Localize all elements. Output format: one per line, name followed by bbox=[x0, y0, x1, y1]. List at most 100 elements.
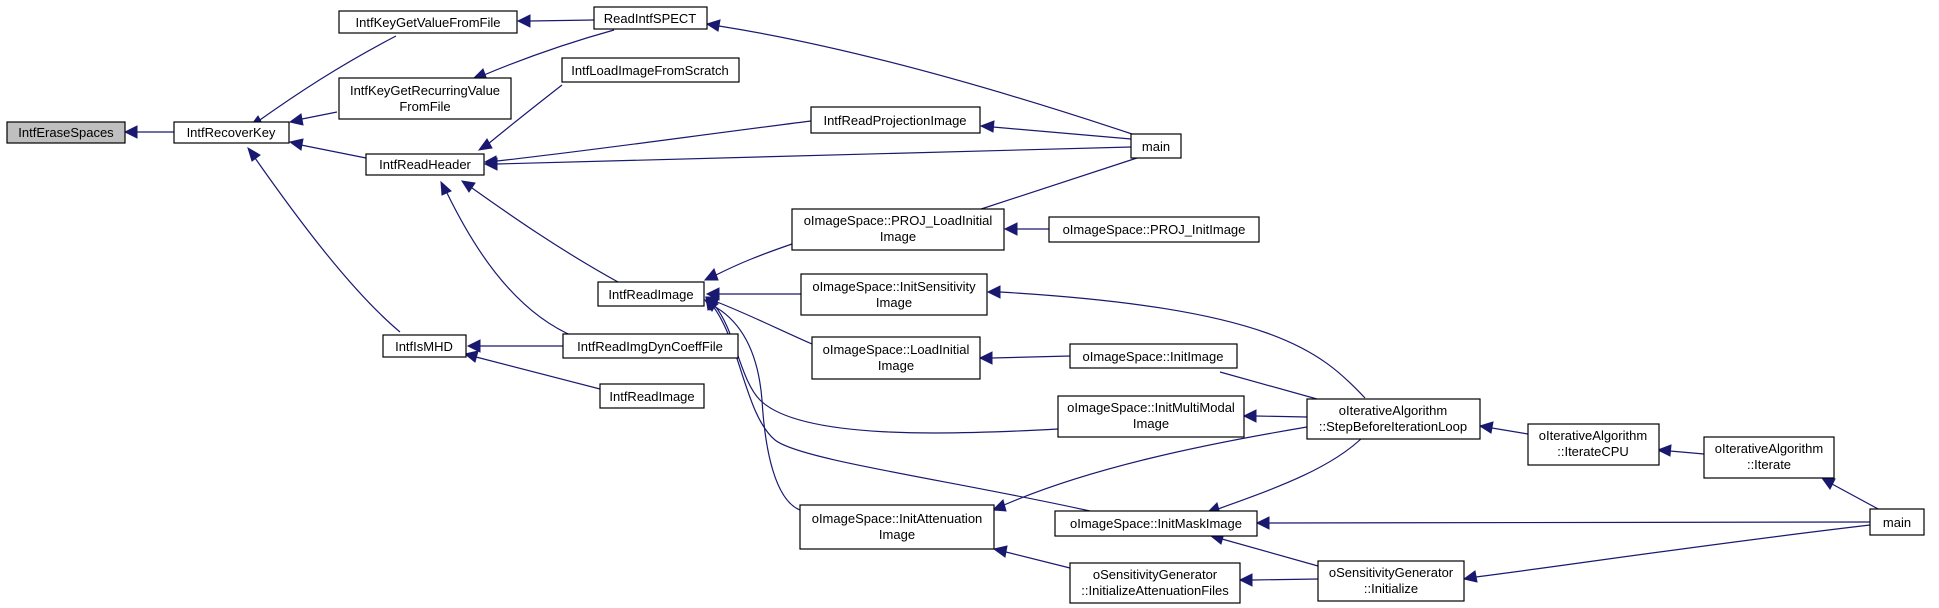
edge-main1-to-readintfspect bbox=[718, 25, 1133, 135]
edge-stepbefore-to-initmultimodal bbox=[1255, 415, 1308, 418]
node-intfismhd[interactable]: IntfIsMHD bbox=[382, 334, 467, 358]
node-label-line-2: Image bbox=[878, 358, 914, 373]
node-main-upper[interactable]: main bbox=[1130, 133, 1182, 159]
node-main-lower[interactable]: main bbox=[1869, 508, 1925, 536]
node-label-line-1: oIterativeAlgorithm bbox=[1339, 403, 1447, 418]
node-box bbox=[593, 6, 708, 30]
edge-stepbefore-to-initimage bbox=[1219, 371, 1318, 400]
node-box bbox=[1057, 395, 1245, 438]
node-label: IntfLoadImageFromScratch bbox=[571, 63, 729, 78]
node-initsensitivityimage[interactable]: oImageSpace::InitSensitivity Image bbox=[800, 273, 988, 316]
node-box bbox=[1703, 436, 1835, 479]
node-label: main bbox=[1883, 515, 1911, 530]
node-box bbox=[799, 504, 995, 550]
node-box bbox=[1054, 510, 1258, 537]
node-box bbox=[791, 208, 1005, 251]
node-box bbox=[562, 333, 739, 359]
node-label: IntfReadHeader bbox=[379, 157, 471, 172]
node-label-line-1: oImageSpace::PROJ_LoadInitial bbox=[804, 213, 993, 228]
node-label-line-1: oImageSpace::InitAttenuation bbox=[812, 511, 983, 526]
node-stepbeforeiterationloop[interactable]: oIterativeAlgorithm ::StepBeforeIteratio… bbox=[1306, 398, 1481, 440]
edge-arrowhead bbox=[1462, 570, 1478, 583]
node-box bbox=[810, 106, 981, 134]
edge-main2-to-initialize bbox=[1475, 524, 1871, 578]
edge-readintfspect-to-keygetvalue bbox=[529, 19, 595, 22]
edge-stepbefore-to-initsensitivity bbox=[999, 291, 1366, 399]
node-box bbox=[597, 281, 705, 307]
edge-arrowhead bbox=[1242, 409, 1257, 423]
node-label-line-1: oSensitivityGenerator bbox=[1329, 565, 1454, 580]
node-intfloadimagefromscratch[interactable]: IntfLoadImageFromScratch bbox=[561, 57, 740, 83]
node-loadinitialimage[interactable]: oImageSpace::LoadInitial Image bbox=[811, 336, 981, 380]
edge-arrowhead bbox=[288, 138, 304, 151]
node-intfkeygetrecurringvaluefromfile[interactable]: IntfKeyGetRecurringValue FromFile bbox=[338, 77, 512, 120]
node-box bbox=[1527, 423, 1660, 466]
node-intfkeygetvaluefromfile[interactable]: IntfKeyGetValueFromFile bbox=[338, 10, 518, 34]
edge-keygetrecurring-to-recoverkey bbox=[301, 111, 338, 120]
node-label-line-1: oIterativeAlgorithm bbox=[1539, 428, 1647, 443]
edge-main2-to-iterate bbox=[1831, 483, 1881, 511]
edge-arrowhead bbox=[1820, 477, 1836, 490]
node-box bbox=[1130, 133, 1182, 159]
node-box bbox=[1306, 398, 1481, 440]
edge-arrowhead bbox=[705, 19, 721, 32]
node-label: oImageSpace::InitImage bbox=[1083, 349, 1224, 364]
node-readintfspect[interactable]: ReadIntfSPECT bbox=[593, 6, 708, 30]
edge-stepbefore-to-initattenuation bbox=[1003, 426, 1308, 506]
edge-main1-to-readprojection bbox=[992, 126, 1132, 140]
node-intferasespaces[interactable]: IntfEraseSpaces bbox=[6, 121, 126, 144]
node-label: IntfReadProjectionImage bbox=[823, 113, 966, 128]
node-intfreadimage-secondary[interactable]: IntfReadImage bbox=[599, 383, 705, 409]
edge-initimage-to-loadinitial bbox=[991, 355, 1071, 359]
node-box bbox=[1069, 562, 1241, 604]
node-box bbox=[1048, 216, 1260, 243]
node-label-line-2: ::Iterate bbox=[1747, 457, 1791, 472]
edge-arrowhead bbox=[1255, 516, 1270, 530]
node-initialize[interactable]: oSensitivityGenerator ::Initialize bbox=[1317, 560, 1465, 602]
edge-arrowhead bbox=[978, 351, 993, 365]
edge-arrowhead bbox=[703, 268, 719, 281]
node-initmultimodalimage[interactable]: oImageSpace::InitMultiModal Image bbox=[1057, 395, 1245, 438]
nodes: IntfEraseSpaces IntfRecoverKey IntfKeyGe… bbox=[6, 6, 1925, 604]
node-intfrecoverkey[interactable]: IntfRecoverKey bbox=[173, 121, 290, 144]
node-initattenuationimage[interactable]: oImageSpace::InitAttenuation Image bbox=[799, 504, 995, 550]
edge-readprojection-to-readheader bbox=[496, 120, 812, 162]
edge-arrowhead bbox=[466, 339, 481, 353]
node-label-line-2: Image bbox=[876, 295, 912, 310]
node-label-line-1: IntfKeyGetRecurringValue bbox=[350, 83, 500, 98]
node-intfreadimgdyncoefffile[interactable]: IntfReadImgDynCoeffFile bbox=[562, 333, 739, 359]
node-label: oImageSpace::InitMaskImage bbox=[1070, 516, 1242, 531]
node-iteratecpu[interactable]: oIterativeAlgorithm ::IterateCPU bbox=[1527, 423, 1660, 466]
node-intfreadheader[interactable]: IntfReadHeader bbox=[365, 153, 485, 176]
node-intfreadimage-primary[interactable]: IntfReadImage bbox=[597, 281, 705, 307]
node-box bbox=[6, 121, 126, 144]
node-intfreadprojectionimage[interactable]: IntfReadProjectionImage bbox=[810, 106, 981, 134]
edge-arrowhead bbox=[288, 113, 304, 126]
node-label: IntfReadImage bbox=[609, 389, 694, 404]
node-box bbox=[365, 153, 485, 176]
node-initializeattenuationfiles[interactable]: oSensitivityGenerator ::InitializeAttenu… bbox=[1069, 562, 1241, 604]
node-label: ReadIntfSPECT bbox=[604, 11, 697, 26]
node-iterate[interactable]: oIterativeAlgorithm ::Iterate bbox=[1703, 436, 1835, 479]
node-box bbox=[561, 57, 740, 83]
node-label-line-1: oImageSpace::LoadInitial bbox=[823, 342, 970, 357]
node-proj-loadinitialimage[interactable]: oImageSpace::PROJ_LoadInitial Image bbox=[791, 208, 1005, 251]
edges bbox=[123, 14, 1881, 587]
edge-arrowhead bbox=[123, 125, 138, 139]
node-label-line-2: ::StepBeforeIterationLoop bbox=[1319, 419, 1467, 434]
edge-arrowhead bbox=[463, 350, 479, 363]
edge-arrowhead bbox=[516, 14, 531, 28]
node-label: main bbox=[1142, 139, 1170, 154]
node-box bbox=[811, 336, 981, 380]
node-label-line-2: ::Initialize bbox=[1364, 581, 1418, 596]
node-label-line-2: Image bbox=[880, 229, 916, 244]
edge-readimage1-to-readheader bbox=[471, 187, 619, 283]
node-box bbox=[1069, 343, 1238, 369]
node-proj-initimage[interactable]: oImageSpace::PROJ_InitImage bbox=[1048, 216, 1260, 243]
edge-readheader-to-recoverkey bbox=[300, 144, 367, 159]
edge-iteratecpu-to-stepbefore bbox=[1491, 427, 1529, 435]
node-initmaskimage[interactable]: oImageSpace::InitMaskImage bbox=[1054, 510, 1258, 537]
edge-keygetvalue-to-recoverkey bbox=[256, 35, 397, 123]
node-initimage[interactable]: oImageSpace::InitImage bbox=[1069, 343, 1238, 369]
